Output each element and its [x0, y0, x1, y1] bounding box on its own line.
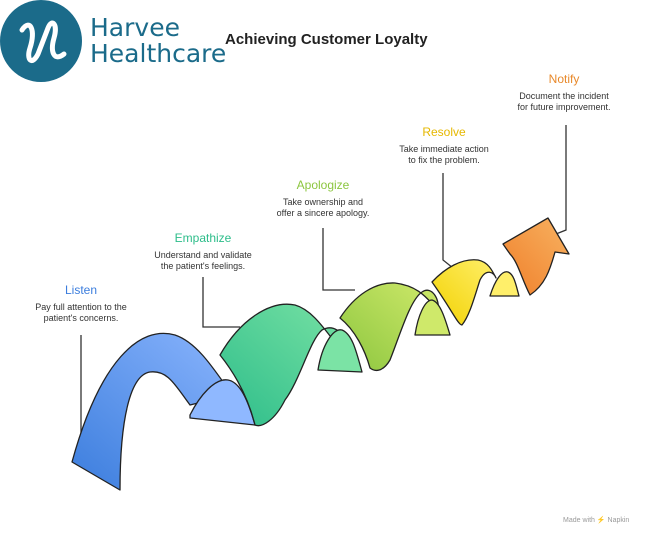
step-shape-empathize	[219, 303, 363, 427]
step-desc-listen: Pay full attention to the patient's conc…	[20, 302, 142, 324]
step-desc-empathize-line2: the patient's feelings.	[160, 261, 246, 271]
leader-line-resolve	[442, 173, 454, 269]
step-desc-resolve: Take immediate action to fix the problem…	[384, 144, 504, 166]
brand-logo: Harvee Healthcare	[0, 0, 230, 84]
step-resolve: Resolve Take immediate action to fix the…	[384, 125, 504, 166]
brand-name-line1: Harvee	[90, 13, 180, 42]
step-desc-empathize-line1: Understand and validate	[154, 250, 252, 260]
step-desc-apologize-line1: Take ownership and	[282, 197, 364, 207]
step-desc-empathize: Understand and validate the patient's fe…	[138, 250, 268, 272]
step-desc-listen-line1: Pay full attention to the	[35, 302, 127, 312]
step-shape-resolve	[431, 259, 520, 326]
step-desc-notify-line1: Document the incident	[519, 91, 609, 101]
step-empathize: Empathize Understand and validate the pa…	[138, 231, 268, 272]
step-desc-notify: Document the incident for future improve…	[502, 91, 626, 113]
step-title-notify: Notify	[548, 72, 580, 86]
step-shape-listen	[71, 332, 256, 491]
step-title-apologize: Apologize	[296, 178, 350, 192]
step-desc-apologize: Take ownership and offer a sincere apolo…	[263, 197, 383, 219]
step-desc-listen-line2: patient's concerns.	[43, 313, 119, 323]
step-listen: Listen Pay full attention to the patient…	[20, 283, 142, 324]
step-title-resolve: Resolve	[422, 125, 466, 139]
leader-line-empathize	[202, 277, 240, 328]
brand-name-line2: Healthcare	[90, 39, 227, 68]
step-title-empathize: Empathize	[174, 231, 232, 245]
step-title-listen: Listen	[64, 283, 98, 297]
step-desc-resolve-line1: Take immediate action	[399, 144, 489, 154]
step-desc-resolve-line2: to fix the problem.	[408, 155, 480, 165]
harvee-healthcare-logo-icon	[0, 0, 82, 82]
step-desc-notify-line2: for future improvement.	[517, 102, 611, 112]
step-desc-apologize-line2: offer a sincere apology.	[276, 208, 370, 218]
step-notify: Notify Document the incident for future …	[502, 72, 626, 113]
step-apologize: Apologize Take ownership and offer a sin…	[263, 178, 383, 219]
step-shape-notify	[502, 217, 570, 296]
leader-line-apologize	[322, 228, 355, 291]
step-shape-apologize	[339, 282, 451, 372]
napkin-credit[interactable]: Made with ⚡ Napkin	[563, 517, 630, 524]
page-title: Achieving Customer Loyalty	[225, 31, 428, 48]
leader-line-notify	[555, 125, 567, 235]
